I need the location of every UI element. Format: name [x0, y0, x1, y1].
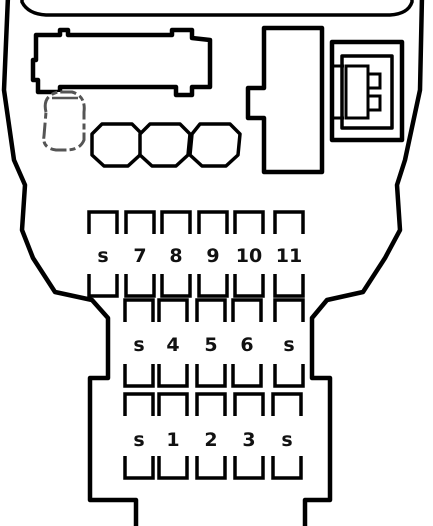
- relay-small-1: [90, 122, 144, 168]
- fuse-label: 11: [276, 245, 302, 267]
- fuse-slot: 4: [157, 298, 189, 388]
- fuse-slot-bottom: [233, 274, 265, 298]
- fuse-slot-bottom: [273, 274, 305, 298]
- fuse-slot-bottom: [157, 456, 189, 480]
- fuse-slot-top: [233, 392, 265, 416]
- fuse-slot: 1: [157, 392, 189, 480]
- fuse-slot-bottom: [157, 364, 189, 388]
- fuse-slot: 10: [233, 210, 265, 298]
- fuse-slot: s: [273, 298, 305, 388]
- fuse-slot-bottom: [123, 456, 155, 480]
- fuse-label: 9: [206, 245, 219, 267]
- fuse-slot: 7: [124, 210, 156, 298]
- fuse-slot-bottom: [271, 456, 303, 480]
- fuse-slot: 2: [195, 392, 227, 480]
- fuse-slot-top: [157, 392, 189, 416]
- fuse-label: s: [133, 429, 144, 451]
- fuse-label: s: [283, 334, 294, 356]
- fuse-slot-bottom: [124, 274, 156, 298]
- fuse-slot: 8: [160, 210, 192, 298]
- fuse-slot-bottom: [195, 456, 227, 480]
- fuse-slot-top: [195, 298, 227, 322]
- fuse-label: 3: [242, 429, 255, 451]
- fuse-slot-top: [273, 210, 305, 234]
- relay-round: [42, 90, 86, 152]
- fuse-slot-top: [157, 298, 189, 322]
- fuse-slot-bottom: [160, 274, 192, 298]
- relay-block-large: [30, 27, 213, 98]
- fuse-slot-top: [123, 298, 155, 322]
- fuse-slot-top: [273, 298, 305, 322]
- fuse-slot: 5: [195, 298, 227, 388]
- fuse-slot: 3: [233, 392, 265, 480]
- fuse-slot-top: [123, 392, 155, 416]
- fuse-slot: s: [123, 298, 155, 388]
- fuse-label: 8: [169, 245, 182, 267]
- fuse-slot: s: [87, 210, 119, 298]
- fuse-label: 6: [240, 334, 253, 356]
- fuse-slot: s: [271, 392, 303, 480]
- relay-tall: [245, 25, 325, 175]
- fuse-label: s: [97, 245, 108, 267]
- fuse-label: 10: [236, 245, 262, 267]
- fuse-slot-top: [160, 210, 192, 234]
- fuse-slot-bottom: [233, 456, 265, 480]
- fuse-slot-bottom: [87, 274, 119, 298]
- fuse-slot-top: [195, 392, 227, 416]
- fuse-label: 7: [133, 245, 146, 267]
- fuse-slot-top: [233, 210, 265, 234]
- fuse-slot: 6: [231, 298, 263, 388]
- fuse-slot: 11: [273, 210, 305, 298]
- fuse-slot-bottom: [195, 364, 227, 388]
- relay-small-3: [188, 122, 242, 168]
- fuse-label: s: [133, 334, 144, 356]
- fuse-label: 2: [204, 429, 217, 451]
- fuse-slot-top: [271, 392, 303, 416]
- fuse-label: s: [281, 429, 292, 451]
- fuse-slot-bottom: [273, 364, 305, 388]
- relay-small-2: [138, 122, 192, 168]
- fuse-slot-top: [197, 210, 229, 234]
- top-cap: [20, 0, 414, 17]
- fuse-label: 1: [166, 429, 179, 451]
- fuse-slot: s: [123, 392, 155, 480]
- fuse-slot-bottom: [197, 274, 229, 298]
- fuse-slot-bottom: [231, 364, 263, 388]
- fuse-slot-top: [124, 210, 156, 234]
- connector: [329, 39, 405, 143]
- fuse-label: 4: [166, 334, 179, 356]
- fuse-slot: 9: [197, 210, 229, 298]
- fuse-slot-top: [87, 210, 119, 234]
- fuse-slot-bottom: [123, 364, 155, 388]
- fuse-slot-top: [231, 298, 263, 322]
- fuse-label: 5: [204, 334, 217, 356]
